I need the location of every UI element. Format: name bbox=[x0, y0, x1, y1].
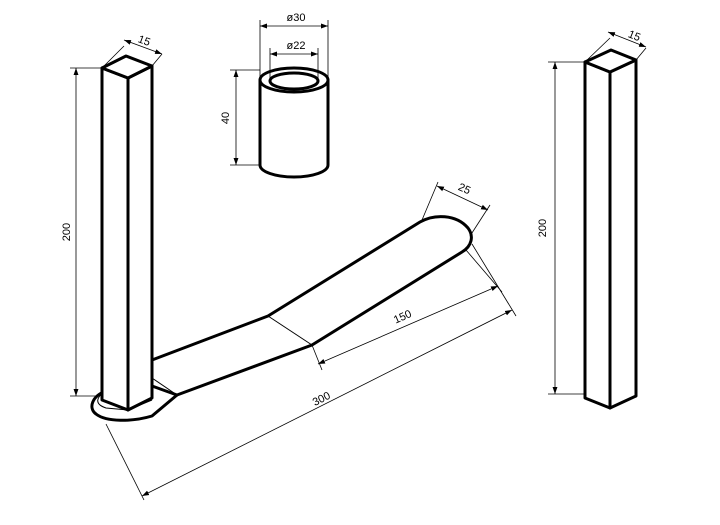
bushing-top-inner bbox=[268, 71, 320, 91]
separate-post bbox=[583, 48, 638, 410]
dim-separate-post-width: 15 bbox=[584, 28, 647, 63]
bushing bbox=[258, 66, 330, 179]
separate-post-front bbox=[583, 60, 612, 410]
dim-handle-end-label: 25 bbox=[456, 181, 472, 197]
dim-post-width: 15 bbox=[101, 33, 163, 69]
dim-handle-end: 25 bbox=[421, 181, 491, 237]
separate-post-side bbox=[608, 58, 638, 410]
dim-bushing-height-label: 40 bbox=[220, 112, 232, 124]
dim-bushing-outer-label: ø30 bbox=[287, 12, 306, 24]
dim-post-width-label: 15 bbox=[136, 33, 152, 48]
dim-bushing-inner-label: ø22 bbox=[287, 40, 306, 52]
post-side bbox=[126, 64, 154, 412]
dim-separate-post-height: 200 bbox=[537, 61, 585, 395]
dim-post-height-label: 200 bbox=[61, 223, 73, 241]
dim-bushing-height: 40 bbox=[220, 69, 260, 166]
dim-separate-post-height-label: 200 bbox=[537, 219, 549, 237]
handle-arm bbox=[150, 215, 473, 410]
post-front bbox=[100, 66, 130, 412]
bushing-body bbox=[258, 78, 330, 179]
dim-separate-post-width-label: 15 bbox=[626, 28, 642, 44]
dim-bushing-inner: ø22 bbox=[269, 40, 319, 81]
dim-handle-total-label: 300 bbox=[311, 390, 333, 409]
dim-post-height: 200 bbox=[61, 67, 102, 397]
